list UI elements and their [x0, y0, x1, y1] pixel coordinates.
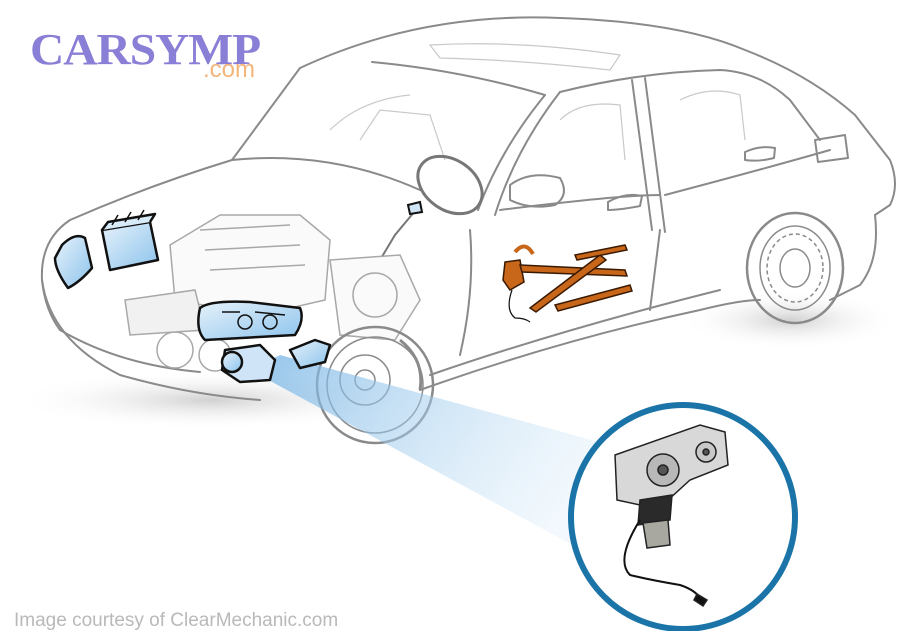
- car-body: [40, 16, 896, 401]
- callout-beam: [250, 355, 610, 560]
- carsymp-logo[interactable]: CARSYMP .com: [30, 28, 290, 88]
- logo-domain: .com: [203, 56, 256, 83]
- steering-wheel: [379, 154, 484, 261]
- fog-light: [53, 234, 94, 290]
- headlight: [197, 300, 303, 342]
- sunroof: [428, 43, 622, 71]
- rear-wheel: [745, 211, 845, 325]
- image-credit-caption: Image courtesy of ClearMechanic.com: [14, 610, 339, 631]
- engine: [124, 214, 421, 372]
- logo-wordmark: CARSYMP: [30, 25, 261, 74]
- starter-motor: [288, 338, 332, 370]
- window-regulator: [502, 244, 633, 323]
- highlighted-parts: [53, 209, 332, 384]
- window-motor: [614, 424, 729, 608]
- callout-circle: [568, 402, 798, 631]
- battery: [100, 209, 160, 272]
